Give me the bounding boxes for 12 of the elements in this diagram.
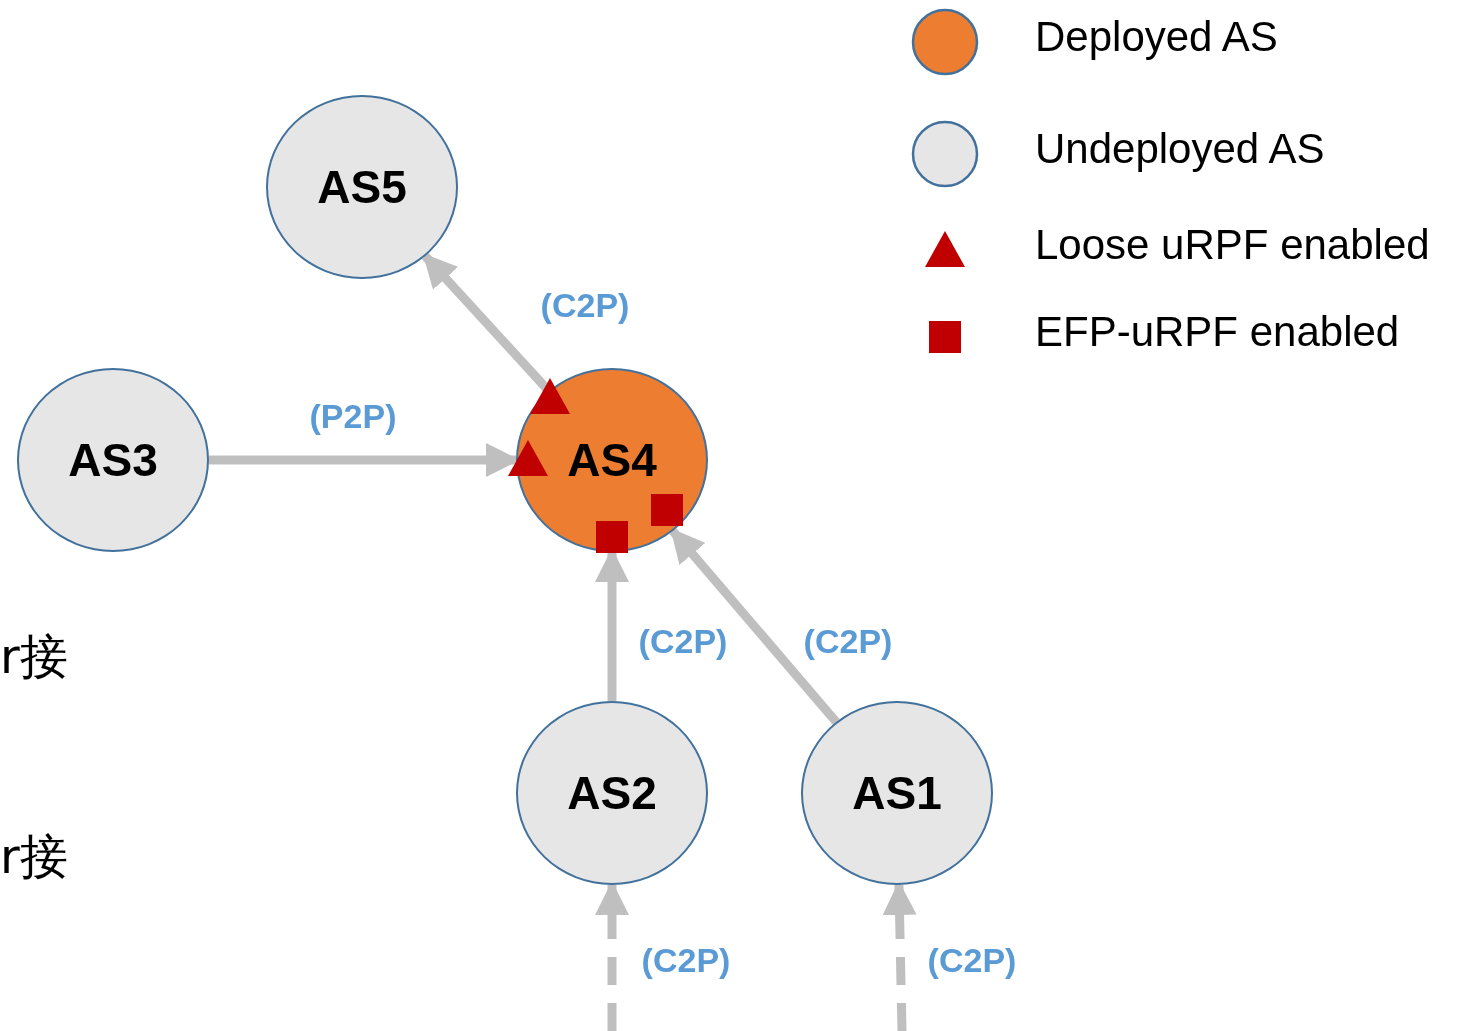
text-label: r接 [0, 627, 68, 686]
node-label: AS3 [68, 433, 158, 487]
arrow [669, 528, 840, 725]
text-label: r接 [0, 827, 68, 886]
legend-label: EFP-uRPF enabled [1035, 308, 1400, 356]
legend-label: Loose uRPF enabled [1035, 221, 1430, 269]
node-label: AS2 [567, 766, 657, 820]
node-label: AS1 [852, 766, 942, 820]
node-label: AS4 [567, 433, 657, 487]
legend-label: Deployed AS [1035, 13, 1278, 61]
legend-label: Undeployed AS [1035, 125, 1325, 173]
node-label: AS5 [317, 160, 407, 214]
